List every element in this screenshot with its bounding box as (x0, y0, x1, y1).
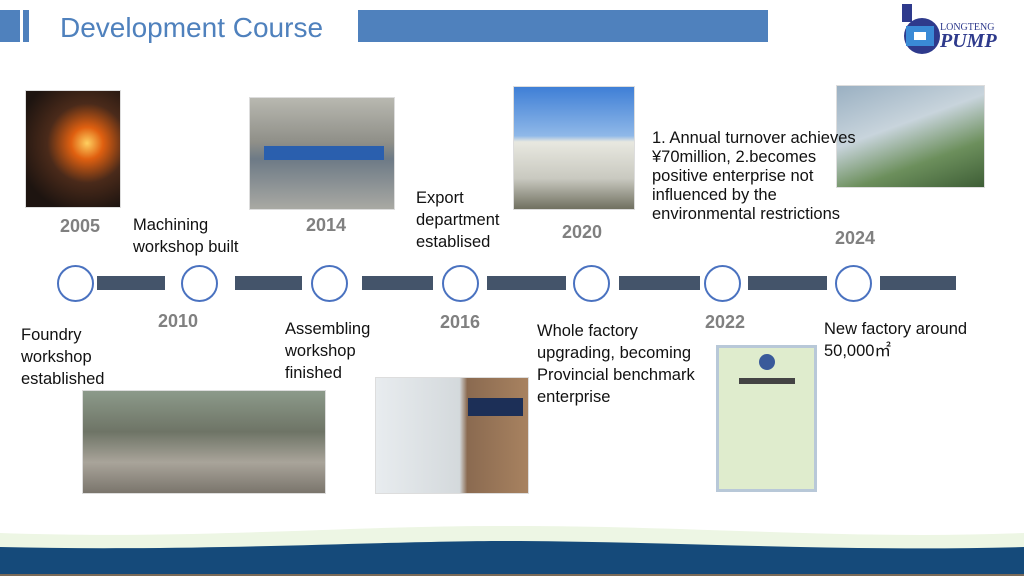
year-label: 2024 (835, 228, 876, 248)
factory-2020-photo (513, 86, 635, 210)
year-label: 2020 (562, 222, 603, 242)
timeline-node-2016 (442, 265, 479, 302)
footer-wave (0, 525, 1024, 576)
milestone-text: Export department establised (416, 189, 500, 251)
header-accent-stripe (23, 10, 29, 42)
logo-mark-icon (902, 4, 940, 54)
milestone-text: Whole factory upgrading, becoming Provin… (537, 322, 695, 406)
office-photo (375, 377, 529, 494)
assembling-photo (249, 97, 395, 210)
header-bar (358, 10, 768, 42)
year-label: 2022 (705, 312, 746, 332)
timeline-node-2020 (573, 265, 610, 302)
year-label: 2005 (60, 216, 101, 236)
milestone-text: New factory around 50,000㎡ (824, 320, 968, 360)
milestone-text: Machining workshop built (133, 216, 239, 256)
new-factory-photo (836, 85, 985, 188)
year-label: 2016 (440, 312, 481, 332)
logo-text-bottom: PUMP (940, 30, 997, 52)
timeline-bar (880, 276, 956, 290)
timeline-node-2024 (835, 265, 872, 302)
timeline-bar (619, 276, 700, 290)
timeline-node-2010 (181, 265, 218, 302)
header-accent-block (0, 10, 20, 42)
year-label: 2014 (306, 215, 347, 235)
timeline-bar (487, 276, 566, 290)
year-label: 2010 (158, 311, 199, 331)
milestone-text: Foundry workshop established (21, 326, 105, 388)
workshop-panorama-photo (82, 390, 326, 494)
timeline-bar (748, 276, 827, 290)
logo-text-top: LONGTENG (940, 22, 995, 33)
timeline-bar (362, 276, 433, 290)
page-title: Development Course (60, 12, 324, 43)
certificate-photo (716, 345, 817, 492)
timeline-bar (235, 276, 302, 290)
timeline-node-2005 (57, 265, 94, 302)
timeline-bar (97, 276, 165, 290)
milestone-text: Assembling workshop finished (285, 320, 371, 382)
timeline-node-2022 (704, 265, 741, 302)
timeline-node-2014 (311, 265, 348, 302)
foundry-photo (25, 90, 121, 208)
company-logo: LONGTENG PUMP (898, 4, 1022, 56)
milestone-text: 1. Annual turnover achieves ¥70million, … (652, 129, 856, 223)
